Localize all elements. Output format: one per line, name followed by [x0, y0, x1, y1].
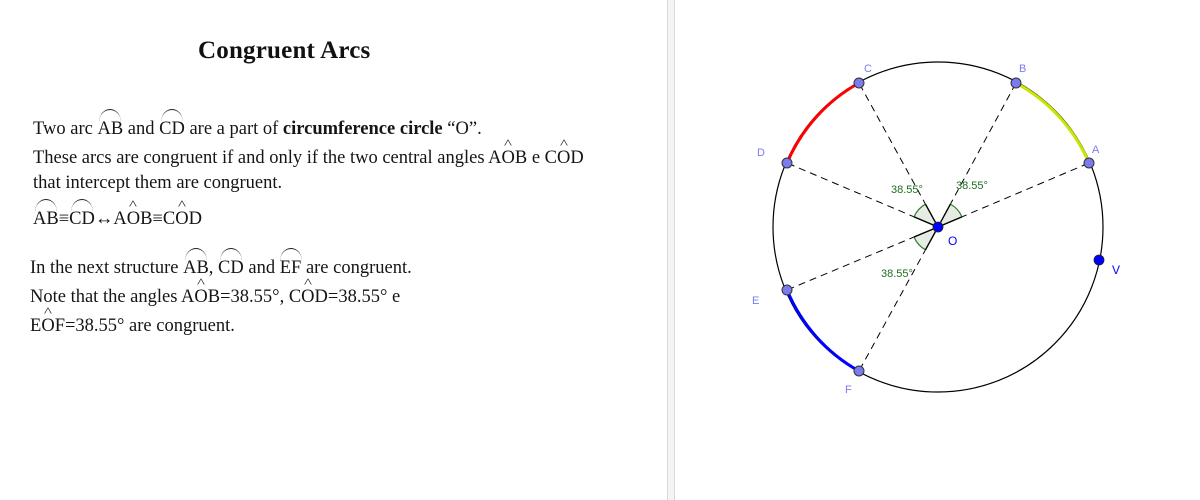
- text: and: [123, 119, 160, 139]
- text: D: [570, 148, 584, 168]
- arc-cd: CD: [69, 199, 95, 229]
- arc-ab: AB: [183, 248, 209, 278]
- bold-term: circumference circle: [282, 119, 443, 139]
- text: are congruent.: [301, 258, 412, 278]
- text: are a part of: [184, 119, 283, 139]
- text: D=38.55° e: [314, 287, 401, 307]
- text: F=38.55° are congruent.: [54, 316, 235, 336]
- arc-ef: EF: [279, 248, 302, 278]
- graphics-view[interactable]: [675, 0, 1200, 500]
- text: Note that the angles A: [30, 287, 195, 307]
- paragraph-structure: In the next structure AB, CD and EF are …: [30, 248, 412, 279]
- arc-cd: CD: [218, 248, 244, 278]
- paragraph-arcs-definition: Two arc AB and CD are a part of circumfe…: [33, 109, 482, 140]
- angle-vertex: O: [557, 147, 570, 169]
- text: ,: [208, 258, 219, 278]
- angle-vertex: O: [194, 286, 207, 308]
- paragraph-congruence-line2: that intercept them are congruent.: [33, 173, 283, 193]
- text: B e C: [514, 148, 558, 168]
- paragraph-angles-line2: EOF=38.55° are congruent.: [30, 315, 235, 337]
- paragraph-congruence-line1: These arcs are congruent if and only if …: [33, 147, 584, 169]
- text: and: [243, 258, 280, 278]
- arc-cd: CD: [159, 109, 185, 139]
- text: B≡C: [140, 209, 176, 229]
- angle-vertex: O: [175, 208, 188, 230]
- text: Two arc: [33, 119, 98, 139]
- paragraph-angles-line1: Note that the angles AOB=38.55°, COD=38.…: [30, 286, 400, 308]
- arc-ab: AB: [97, 109, 124, 139]
- text: E: [30, 316, 42, 336]
- panel-splitter[interactable]: [667, 0, 675, 500]
- congruence-formula: AB≡CD↔AOB≡COD: [33, 199, 202, 230]
- angle-vertex: O: [127, 208, 140, 230]
- text: D: [188, 209, 202, 229]
- text: These arcs are congruent if and only if …: [33, 148, 502, 168]
- angle-vertex: O: [41, 315, 54, 337]
- text: B=38.55°, C: [207, 287, 302, 307]
- angle-vertex: O: [502, 147, 515, 169]
- text-panel: Congruent Arcs Two arc AB and CD are a p…: [0, 0, 667, 500]
- angle-vertex: O: [301, 286, 314, 308]
- text: In the next structure: [30, 258, 184, 278]
- equiv-symbol: ≡: [58, 209, 70, 229]
- iff-symbol: ↔A: [94, 209, 127, 229]
- arc-ab: AB: [33, 199, 59, 229]
- text: “O”.: [442, 119, 482, 139]
- page-title: Congruent Arcs: [198, 37, 371, 64]
